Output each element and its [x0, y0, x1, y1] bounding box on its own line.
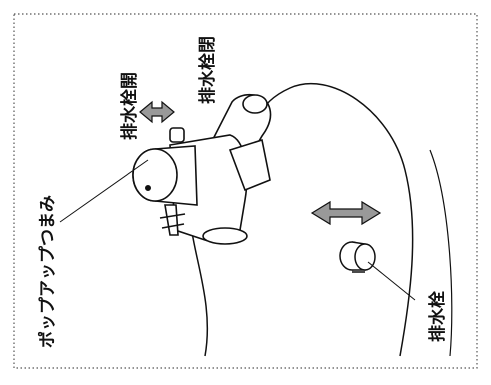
dotted-frame: [13, 13, 478, 369]
label-drain-open: 排水栓開: [120, 72, 140, 140]
basin-rim-curve: [257, 82, 414, 357]
label-popup-knob: ポップアップつまみ: [38, 195, 58, 348]
basin-edge-curve: [429, 149, 453, 357]
faucet: [132, 93, 272, 245]
drain-plug: [339, 241, 376, 273]
leader-drain-plug: [367, 261, 416, 301]
label-drain-closed: 排水栓閉: [198, 36, 218, 104]
arrow-drain-plug: [310, 200, 382, 226]
arrow-open-close: [139, 100, 175, 124]
label-drain-plug: 排水栓: [428, 291, 448, 342]
leader-popup-knob: [59, 159, 149, 223]
